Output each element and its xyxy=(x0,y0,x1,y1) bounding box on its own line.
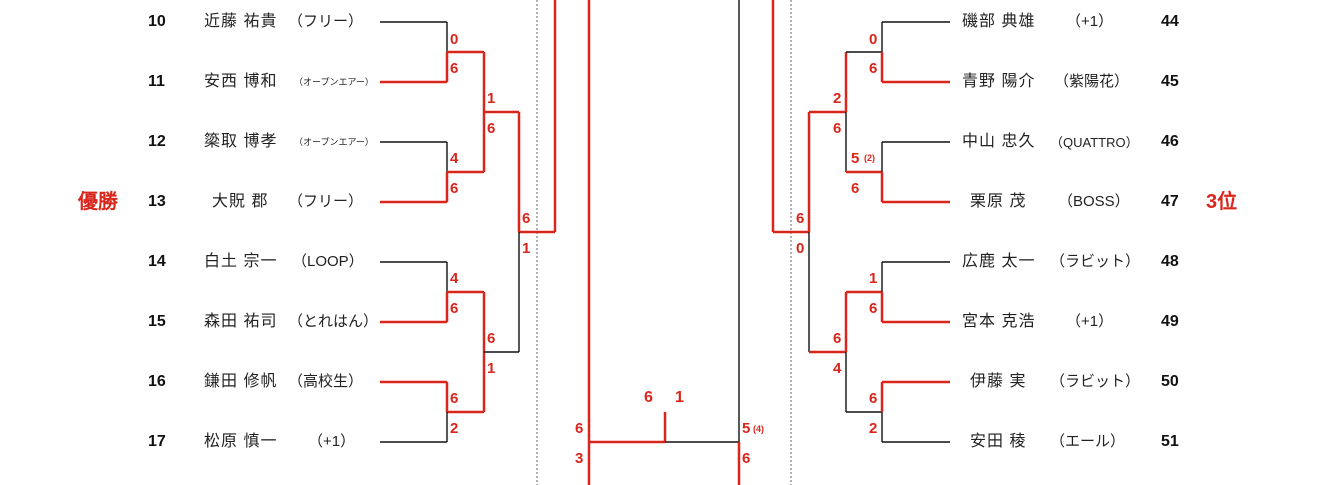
match-score: 6 xyxy=(869,300,878,317)
match-score: 2 xyxy=(869,420,878,437)
seed-number: 12 xyxy=(148,133,166,150)
seed-number: 47 xyxy=(1161,193,1179,210)
seed-number: 45 xyxy=(1161,73,1179,90)
match-score: 6 xyxy=(450,300,459,317)
match-score: 4 xyxy=(450,150,459,167)
match-score: 1 xyxy=(487,360,496,377)
player-name: 大貺 郡 xyxy=(212,193,269,210)
match-score: 6 xyxy=(575,420,584,437)
player-name: 簗取 博孝 xyxy=(204,133,278,150)
match-score: 2 xyxy=(833,90,842,107)
player-name: 森田 祐司 xyxy=(204,313,278,330)
player-name: 中山 忠久 xyxy=(962,133,1036,150)
match-score: 5 xyxy=(851,150,860,167)
match-score: 1 xyxy=(522,240,531,257)
player-club: （とれはん） xyxy=(288,313,379,330)
seed-number: 50 xyxy=(1161,373,1179,390)
match-score: 6 xyxy=(522,210,531,227)
player-club: （+1） xyxy=(308,433,356,450)
match-score: 6 xyxy=(487,120,496,137)
match-score: 4 xyxy=(450,270,459,287)
seed-number: 11 xyxy=(148,73,165,90)
player-name: 白土 宗一 xyxy=(204,253,278,270)
match-score: (2) xyxy=(864,153,875,163)
player-name: 伊藤 実 xyxy=(970,373,1027,390)
seed-number: 15 xyxy=(148,313,166,330)
third-place-label: 3位 xyxy=(1206,191,1238,213)
match-score: 6 xyxy=(742,450,751,467)
seed-number: 14 xyxy=(148,253,166,270)
player-name: 青野 陽介 xyxy=(962,73,1036,90)
player-club: （ラビット） xyxy=(1050,253,1141,270)
match-score: 0 xyxy=(869,31,878,48)
player-club: （オープンエアー） xyxy=(294,137,374,147)
player-name: 宮本 克浩 xyxy=(962,313,1036,330)
seed-number: 16 xyxy=(148,373,166,390)
match-score: 2 xyxy=(450,420,459,437)
match-score: 1 xyxy=(869,270,878,287)
player-club: （フリー） xyxy=(288,13,364,30)
player-club: （高校生） xyxy=(288,373,364,390)
match-score: 1 xyxy=(487,90,496,107)
player-name: 磯部 典雄 xyxy=(962,13,1036,30)
seed-number: 44 xyxy=(1161,13,1179,30)
player-club: （+1） xyxy=(1066,313,1114,330)
match-score: 1 xyxy=(675,389,684,406)
match-score: 6 xyxy=(796,210,805,227)
player-name: 近藤 祐貴 xyxy=(204,13,278,30)
seed-number: 13 xyxy=(148,193,166,210)
player-name: 広鹿 太一 xyxy=(962,253,1036,270)
match-score: 6 xyxy=(869,60,878,77)
player-club: （フリー） xyxy=(288,193,364,210)
match-score: 6 xyxy=(450,390,459,407)
match-score: 6 xyxy=(487,330,496,347)
match-score: 4 xyxy=(833,360,842,377)
player-name: 鎌田 修帆 xyxy=(204,373,278,390)
champion-label: 優勝 xyxy=(78,191,118,213)
match-score: 3 xyxy=(575,450,584,467)
player-club: （ラビット） xyxy=(1050,373,1141,390)
player-name: 安西 博和 xyxy=(204,73,278,90)
player-name: 安田 稜 xyxy=(970,433,1027,450)
seed-number: 51 xyxy=(1161,433,1179,450)
seed-number: 10 xyxy=(148,13,166,30)
match-score: 6 xyxy=(450,60,459,77)
player-club: （QUATTRO） xyxy=(1050,135,1139,150)
match-score: 6 xyxy=(869,390,878,407)
match-score: 5 xyxy=(742,420,751,437)
player-club: （紫陽花） xyxy=(1054,73,1130,90)
player-club: （LOOP） xyxy=(292,253,364,270)
player-club: （+1） xyxy=(1066,13,1114,30)
player-name: 栗原 茂 xyxy=(970,193,1027,210)
seed-number: 17 xyxy=(148,433,166,450)
player-name: 松原 慎一 xyxy=(204,433,278,450)
match-score: 6 xyxy=(851,180,860,197)
match-score: 0 xyxy=(796,240,805,257)
match-score: (4) xyxy=(753,424,764,434)
seed-number: 49 xyxy=(1161,313,1179,330)
match-score: 6 xyxy=(833,120,842,137)
match-score: 6 xyxy=(833,330,842,347)
match-score: 6 xyxy=(644,389,653,406)
player-club: （BOSS） xyxy=(1058,193,1130,210)
match-score: 6 xyxy=(450,180,459,197)
player-club: （オープンエアー） xyxy=(294,77,374,87)
match-score: 0 xyxy=(450,31,459,48)
player-club: （エール） xyxy=(1050,433,1126,450)
seed-number: 48 xyxy=(1161,253,1179,270)
seed-number: 46 xyxy=(1161,133,1179,150)
